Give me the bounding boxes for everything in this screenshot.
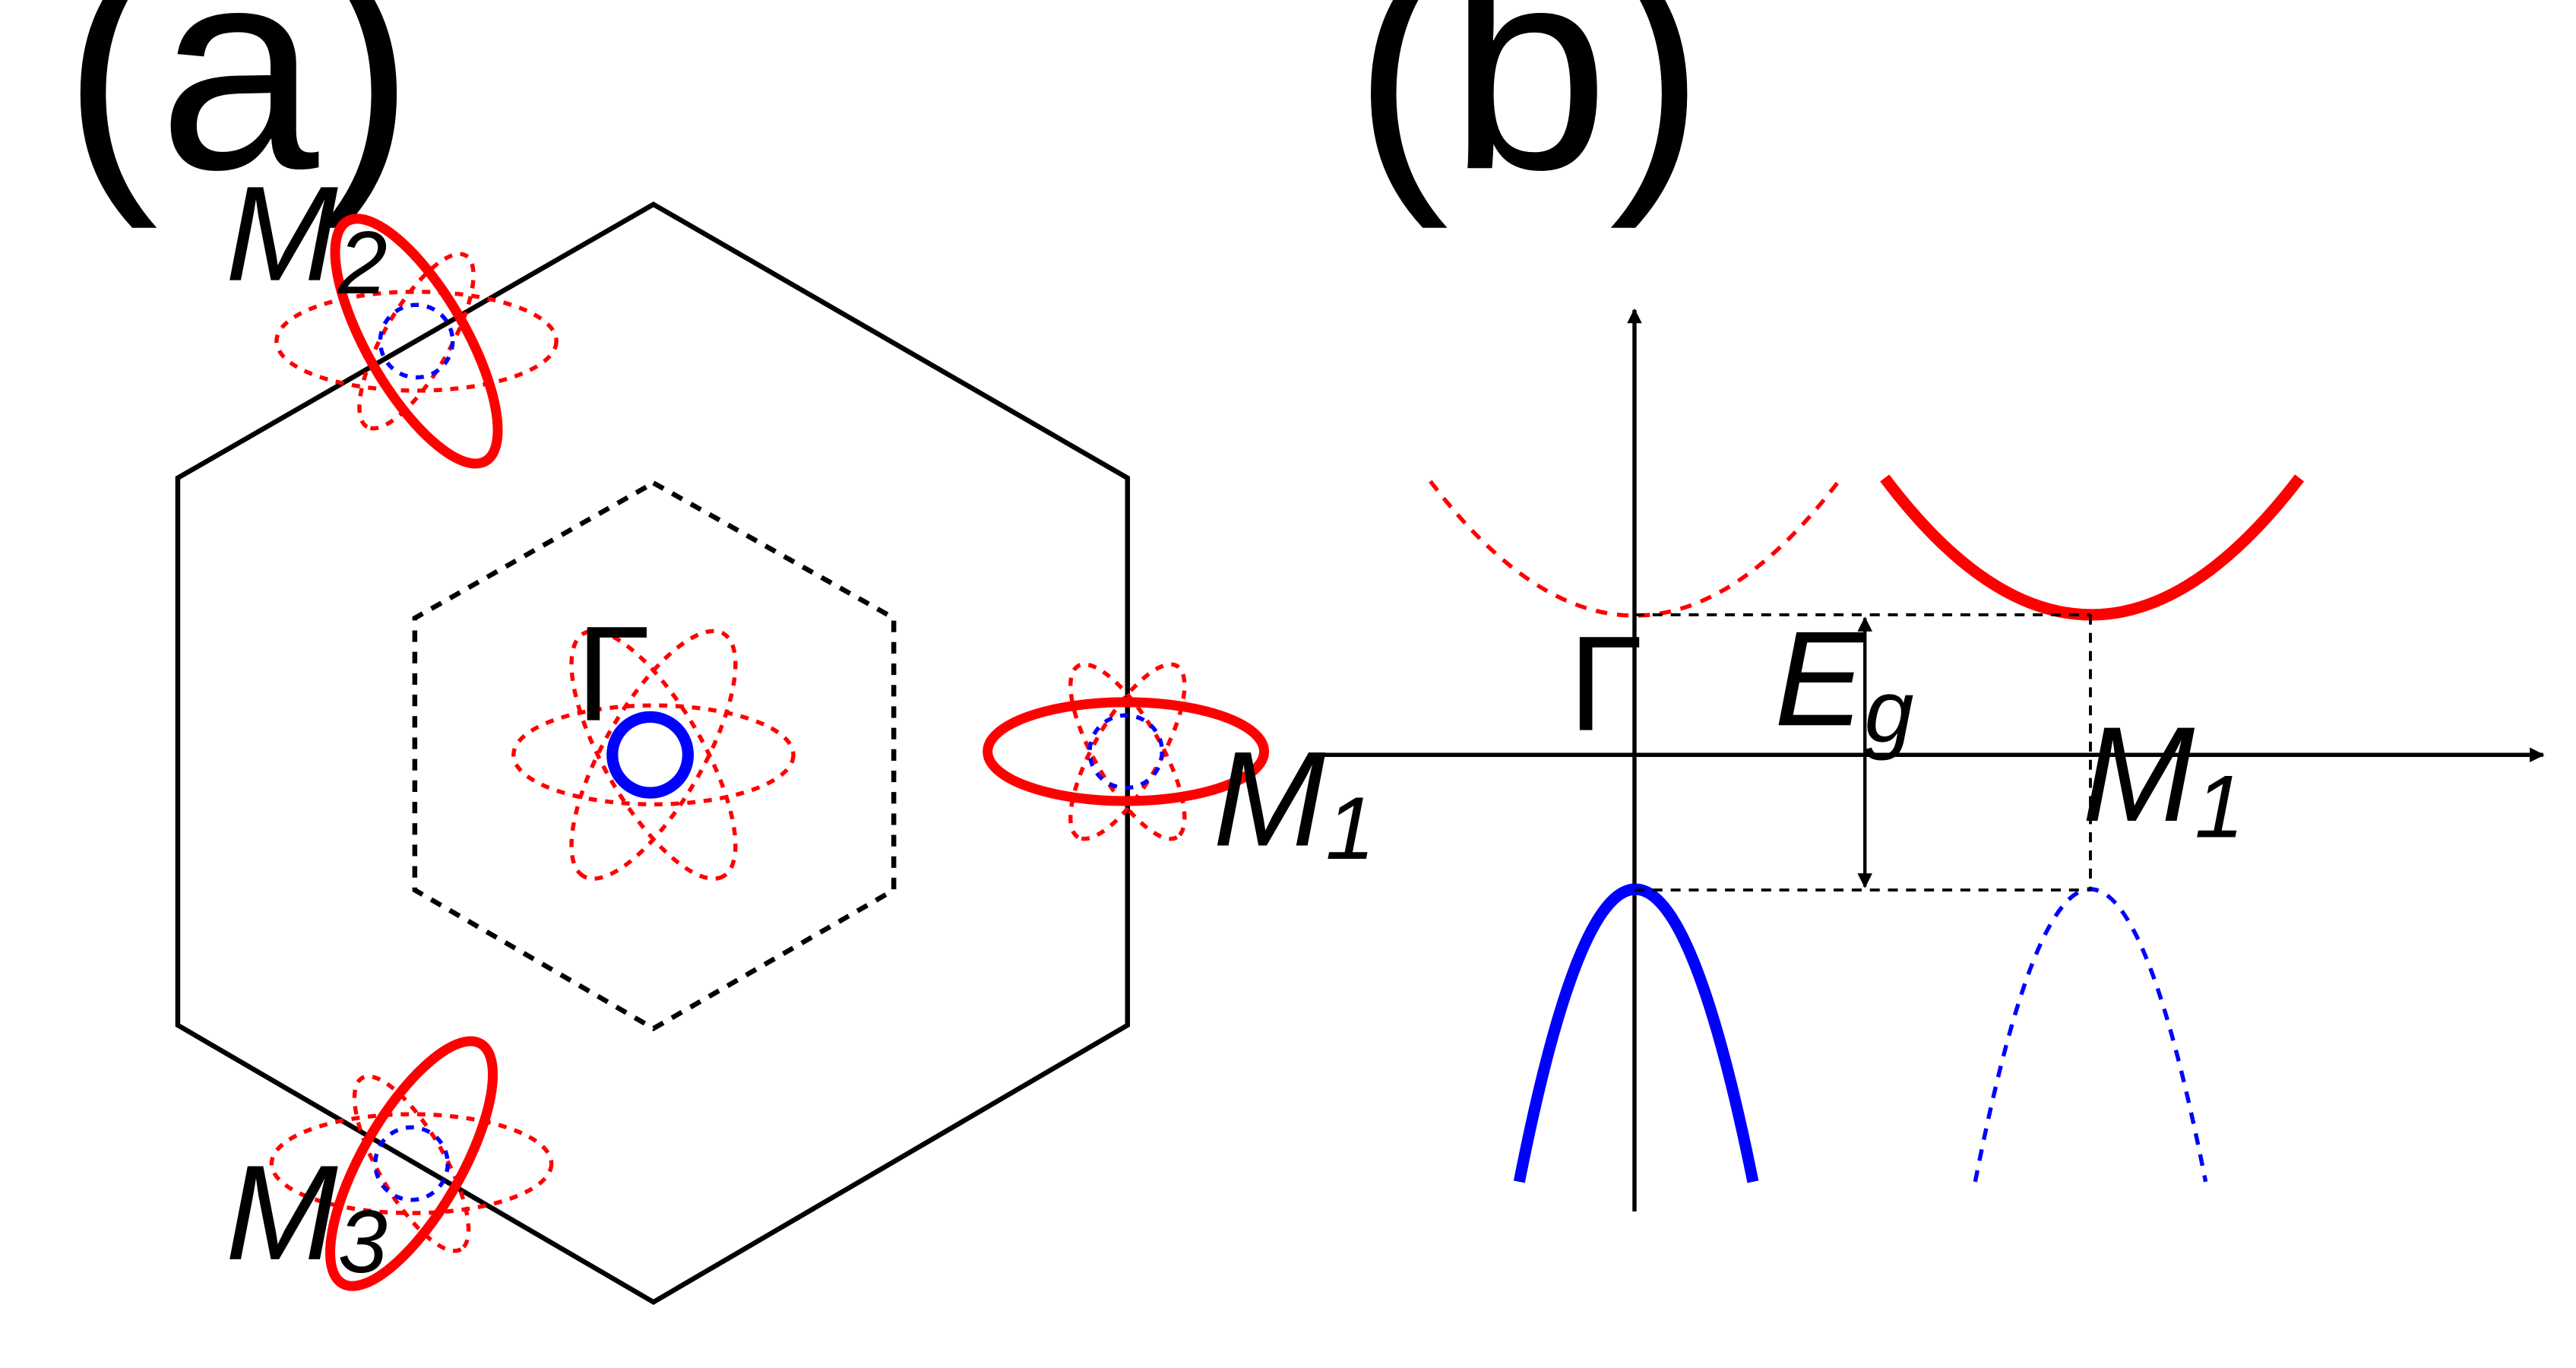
- m2-label: M2: [226, 158, 388, 312]
- gamma-label-a: Γ: [576, 598, 650, 749]
- gamma-label-b: Γ: [1568, 608, 1643, 759]
- m3-dashed-ellipse-1: [269, 1112, 554, 1215]
- m2-electron-pocket: [330, 214, 503, 469]
- m1-label-b: M1: [2082, 698, 2244, 857]
- gamma-dashed-ellipse-1: [511, 703, 796, 807]
- m1-dashed-hole-circle: [1087, 713, 1164, 790]
- panel-a: (a) Γ M1: [62, 0, 1375, 1306]
- m1-label-a: M1: [1213, 723, 1375, 877]
- gamma-dashed-ellipse-3: [569, 629, 738, 881]
- m2-dashed-ellipse-1: [274, 290, 559, 393]
- conduction-band-gamma: [1429, 480, 1840, 618]
- m1-pocket-group: M1: [983, 662, 1375, 878]
- panel-b: (b) Γ Eg M1: [1313, 0, 2545, 1211]
- brillouin-zone-inner: [412, 480, 897, 1032]
- m3-dashed-hole-circle: [373, 1125, 450, 1202]
- m3-dashed-ellipse-2: [352, 1074, 471, 1253]
- panel-b-label: (b): [1353, 0, 1705, 231]
- brillouin-zone-outer: [175, 201, 1131, 1306]
- m3-electron-pocket: [325, 1036, 498, 1291]
- gamma-dashed-ellipse-2: [569, 629, 738, 881]
- m2-dashed-hole-circle: [378, 302, 455, 380]
- m3-pocket-group: M3: [226, 1036, 554, 1291]
- conduction-band-m1: [1880, 474, 2305, 621]
- gamma-pocket-group: Γ: [511, 598, 796, 881]
- m2-pocket-group: M2: [226, 158, 559, 469]
- m3-label: M3: [226, 1137, 388, 1291]
- m1-dashed-ellipse-1: [1068, 662, 1187, 841]
- valence-band-m1: [1973, 887, 2208, 1183]
- m1-electron-pocket: [983, 697, 1270, 806]
- gap-label: Eg: [1774, 603, 1914, 761]
- panel-a-label: (a): [62, 0, 414, 231]
- gamma-hole-pocket: [606, 711, 695, 799]
